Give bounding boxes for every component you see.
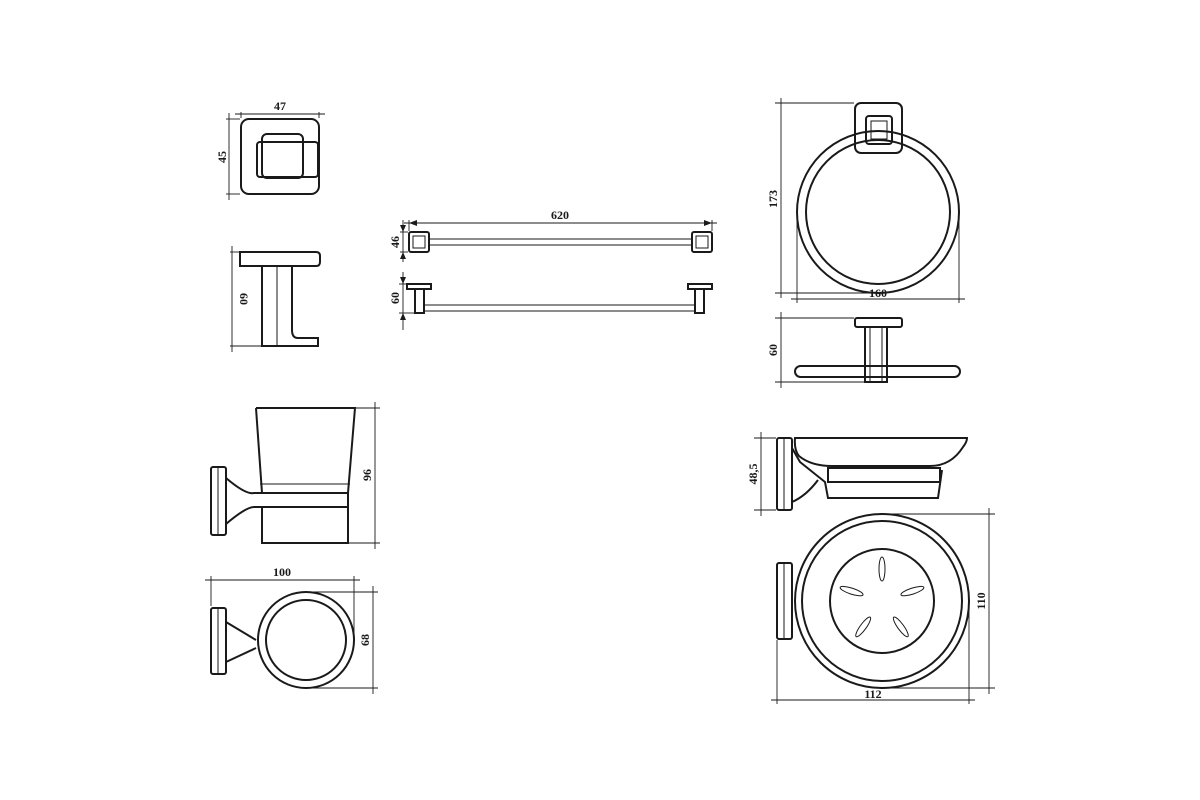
towel-bar-depth-dimension: 60 [388, 272, 414, 330]
soap-width-label: 110 [974, 592, 988, 609]
towel-ring-depth-dimension: 60 [766, 312, 864, 388]
hook-width-label: 47 [274, 99, 286, 113]
towel-bar-height-label: 46 [388, 236, 402, 248]
hook-width-dimension: 47 [235, 99, 325, 118]
tumbler-holder-top-view [210, 591, 355, 689]
hook-height-label: 45 [215, 151, 229, 163]
towel-bar-length-label: 620 [551, 208, 569, 222]
towel-ring-width-dimension: 160 [791, 212, 965, 303]
soap-depth-label: 112 [864, 687, 881, 701]
hook-height-dimension: 45 [215, 113, 240, 200]
towel-ring-height-dimension: 173 [766, 98, 877, 298]
towel-ring-height-label: 173 [766, 190, 780, 208]
hook-side-view [239, 251, 321, 347]
towel-ring-top-view [794, 317, 961, 383]
tumbler-width-label: 68 [358, 634, 372, 646]
towel-ring-front-view [796, 102, 960, 294]
towel-ring-depth-label: 60 [766, 344, 780, 356]
soap-depth-dimension: 112 [771, 601, 975, 704]
hook-depth-dimension: 60 [230, 246, 262, 352]
tumbler-holder-side-view [210, 407, 357, 544]
towel-bar-front-view [408, 231, 713, 253]
towel-bar-length-dimension: 620 [404, 208, 717, 231]
tumbler-depth-dimension: 100 [205, 565, 360, 640]
tumbler-depth-label: 100 [273, 565, 291, 579]
towel-ring-width-label: 160 [869, 286, 887, 300]
tumbler-height-dimension: 96 [349, 402, 380, 549]
hook-front-view [240, 118, 320, 195]
towel-bar-top-view [406, 283, 713, 314]
soap-height-dimension: 48,5 [746, 432, 776, 516]
hook-depth-label: 60 [237, 293, 251, 305]
tumbler-width-dimension: 68 [306, 586, 378, 694]
soap-dish-top-view [776, 513, 970, 689]
tumbler-height-label: 96 [360, 469, 374, 481]
soap-dish-side-view [776, 437, 969, 511]
towel-bar-depth-label: 60 [388, 292, 402, 304]
towel-bar-height-dimension: 46 [388, 220, 408, 262]
soap-width-dimension: 110 [882, 508, 995, 694]
drain-slots [839, 556, 925, 638]
soap-height-label: 48,5 [746, 464, 760, 485]
